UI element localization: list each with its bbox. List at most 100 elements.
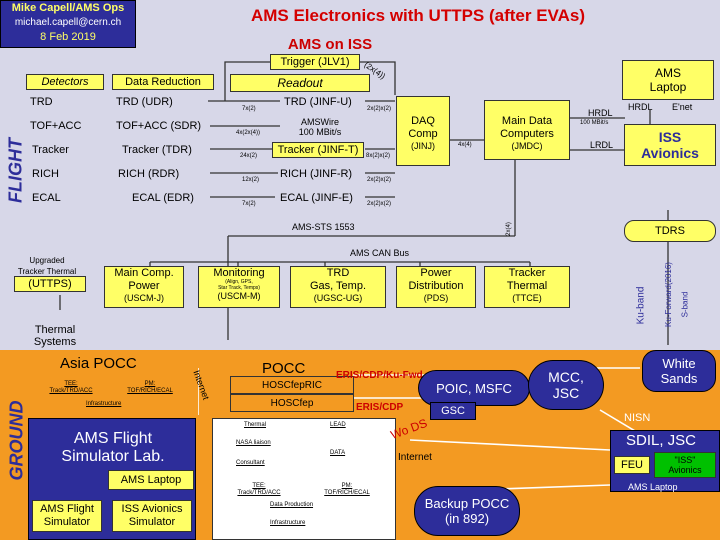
gsc-box: GSC [430, 402, 476, 420]
presentation-date: 8 Feb 2019 [40, 31, 96, 43]
pocc-nasa: NASA liaison [236, 440, 271, 446]
link-ecal-left: 7x(2) [242, 201, 256, 207]
ku-forward-label: Ku-Forward(2016) [663, 262, 673, 327]
monitoring-title: Monitoring [213, 267, 265, 279]
page-subtitle: AMS on ISS [287, 36, 373, 53]
ams-laptop-ground: AMS Laptop [628, 482, 678, 492]
tracker-thermal-box: Tracker Thermal (TTCE) [484, 266, 570, 308]
hrdl-rate-label: 100 MBit/s [580, 120, 609, 126]
link-ecal-right: 2x(2)x(2) [367, 201, 392, 207]
daq-computer-box: DAQ Comp (JINJ) [396, 96, 450, 166]
pocc-thermal: Thermal [244, 422, 267, 428]
eris-cdp-label: ERIS/CDP [356, 402, 404, 413]
sts-bus-label: AMS-STS 1553 [292, 222, 355, 232]
can-bus-label: AMS CAN Bus [350, 248, 410, 258]
mcc-box: MCC, JSC [528, 360, 604, 410]
ku-band-label: Ku-band [635, 286, 647, 325]
ams-laptop-label: AMS Laptop [649, 66, 687, 94]
mcc-text: MCC, JSC [548, 369, 584, 401]
reduction-tof: TOF+ACC (SDR) [116, 120, 202, 132]
link-tof-left: 4x(2x(4)) [236, 130, 261, 136]
power-dist-sub: (PDS) [423, 293, 449, 303]
hosc-text: HOSCfep [270, 397, 314, 409]
link-trd-left: 7x(2) [242, 106, 256, 112]
daq-title: DAQ Comp [408, 115, 438, 140]
main-data-title: Main Data Computers [500, 115, 554, 140]
pocc-consultant: Consultant [236, 460, 265, 466]
power-distribution-box: Power Distribution (PDS) [396, 266, 476, 308]
tee-asia-text: TEE: Track/TRD/ACC [49, 381, 93, 394]
detector-tof: TOF+ACC [30, 120, 82, 132]
enet-label: E'net [672, 102, 693, 112]
laptop-sim-text: AMS Laptop [120, 474, 182, 486]
main-comp-title: Main Comp. Power [114, 267, 174, 292]
hrdl-label: HRDL [588, 108, 613, 118]
main-comp-sub: (USCM-J) [124, 293, 164, 303]
sts-link-label: 2x(4) [505, 222, 512, 236]
readout-tracker: Tracker (JINF-T) [272, 142, 364, 158]
laptop-sim-box: AMS Laptop [108, 470, 194, 490]
ams-laptop-box: AMS Laptop [622, 60, 714, 100]
reduction-trd: TRD (UDR) [116, 96, 173, 108]
lrdl-label: LRDL [590, 140, 614, 150]
tee-asia: TEE: Track/TRD/ACC [36, 374, 106, 395]
monitoring-small: (Align, GPS, Star Track, Temps) [218, 279, 260, 291]
pocc-pm: PM: TOF/RICH/ECAL [312, 476, 382, 497]
pocc-infrastructure: Infrastructure [270, 520, 306, 526]
pm-asia: PM: TOF/RICH/ECAL [118, 374, 182, 395]
poic-box: POIC, MSFC [418, 370, 530, 406]
pocc-pm-text: PM: TOF/RICH/ECAL [324, 483, 370, 496]
monitoring-box: Monitoring (Align, GPS, Star Track, Temp… [198, 266, 280, 308]
flight-sim-lab-title: AMS Flight Simulator Lab. [40, 430, 186, 466]
iss-avionics-sim-box: ISS Avionics Simulator [112, 500, 192, 532]
feu-text: FEU [621, 459, 643, 471]
pocc-label: POCC [262, 360, 306, 377]
main-data-computers-box: Main Data Computers (JMDC) [484, 100, 570, 160]
nisn-label: NISN [624, 412, 651, 424]
asia-pocc-label: Asia POCC [60, 355, 137, 372]
amswire-label: AMSWire 100 MBit/s [280, 115, 360, 139]
tracker-thermal-sub: (TTCE) [512, 293, 542, 303]
pocc-tee-text: TEE: Track/TRD/ACC [237, 483, 281, 496]
readout-rich: RICH (JINF-R) [280, 168, 353, 180]
pocc-data-production: Data Production [270, 502, 314, 508]
internet-label-2: Internet [398, 452, 432, 463]
reduction-ecal: ECAL (EDR) [132, 192, 194, 204]
infra-asia: Infrastructure [86, 401, 122, 407]
hosc-box: HOSCfep [230, 394, 354, 412]
hosc-ric-box: HOSCfepRIC [230, 376, 354, 394]
iss-avionics-small-text: "ISS" Avionics [668, 455, 702, 475]
detector-rich: RICH [32, 168, 59, 180]
trd-gas-title: TRD Gas, Temp. [309, 267, 367, 292]
readout-trd: TRD (JINF-U) [284, 96, 352, 108]
reduction-tracker: Tracker (TDR) [122, 144, 192, 156]
power-dist-title: Power Distribution [408, 267, 464, 292]
flight-side-label: FLIGHT [5, 138, 26, 203]
link-tracker-right: 8x(2)x(2) [366, 153, 391, 159]
thermal-systems-text: Thermal Systems [33, 324, 77, 348]
white-sands-box: White Sands [642, 350, 716, 392]
link-rich-left: 12x(2) [242, 177, 260, 183]
pocc-lead: LEAD [330, 422, 346, 428]
tracker-thermal-title: Tracker Thermal [506, 267, 548, 292]
main-comp-power-box: Main Comp. Power (USCM-J) [104, 266, 184, 308]
flight-simulator-box: AMS Flight Simulator [32, 500, 102, 532]
link-rich-right: 2x(2)x(2) [367, 177, 392, 183]
uttps-box: (UTTPS) [14, 276, 86, 292]
thermal-systems-label: Thermal Systems [20, 312, 90, 348]
trd-gas-sub: (UGSC-UG) [313, 293, 363, 303]
link-trd-right: 2x(2)x(2) [367, 106, 392, 112]
iss-avionics-small-box: "ISS" Avionics [654, 452, 716, 478]
flight-sim-lab-text: AMS Flight Simulator Lab. [61, 430, 165, 465]
asia-pocc-panel [26, 352, 198, 416]
eris-ku-label: ERIS/CDP/Ku-Fwd [336, 370, 423, 381]
daq-sub: (JINJ) [411, 141, 435, 151]
gsc-text: GSC [441, 405, 465, 417]
reduction-header: Data Reduction [112, 74, 214, 90]
white-sands-text: White Sands [660, 356, 698, 386]
tdrs-label: TDRS [655, 225, 685, 237]
page-title: AMS Electronics with UTTPS (after EVAs) [250, 6, 586, 25]
readout-ecal: ECAL (JINF-E) [280, 192, 353, 204]
iss-avionics-box: ISS Avionics [624, 124, 716, 166]
detector-tracker: Tracker [32, 144, 69, 156]
